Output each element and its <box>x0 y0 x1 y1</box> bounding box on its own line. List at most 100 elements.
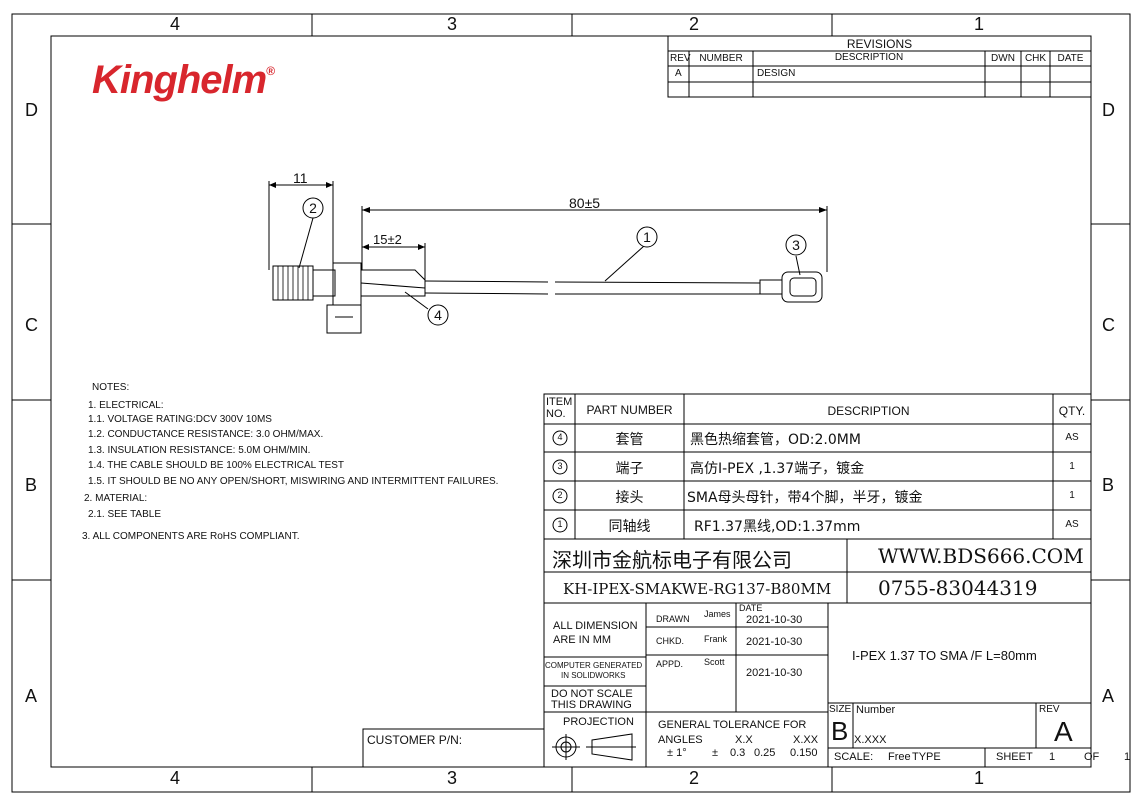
zone-right-a: A <box>1102 686 1115 706</box>
size-value: B <box>831 716 849 746</box>
sheet-label: SHEET <box>996 751 1033 763</box>
zone-left-a: A <box>25 686 38 706</box>
tolerance-angles: ANGLES <box>658 734 703 746</box>
of-label: OF <box>1084 751 1100 763</box>
bom-part-number: 套管 <box>615 432 644 448</box>
scale-label: SCALE: <box>834 751 874 763</box>
revision-row-description: DESIGN <box>757 68 796 79</box>
computer-generated-label: COMPUTER GENERATED <box>545 661 643 670</box>
description-header: DESCRIPTION <box>834 52 904 63</box>
revision-row-rev: A <box>675 68 682 79</box>
note-line: 3. ALL COMPONENTS ARE RoHS COMPLIANT. <box>82 531 300 542</box>
bom-qty: 1 <box>1069 461 1075 472</box>
note-line: 1.2. CONDUCTANCE RESISTANCE: 3.0 OHM/MAX… <box>88 429 324 440</box>
date-label: DATE <box>739 603 763 613</box>
bom-description: SMA母头母针，带4个脚，半牙，镀金 <box>687 490 923 506</box>
bom-qty: 1 <box>1069 490 1075 501</box>
drawing-title: I-PEX 1.37 TO SMA /F L=80mm <box>852 648 1037 663</box>
bom-description: 黑色热缩套管，OD:2.0MM <box>690 432 861 448</box>
company-name: 深圳市金航标电子有限公司 <box>552 548 792 572</box>
company-website: WWW.BDS666.COM <box>878 544 1084 568</box>
note-line: 2. MATERIAL: <box>84 493 148 504</box>
revisions-title: REVISIONS <box>846 37 913 51</box>
bom-item-no: 4 <box>557 432 563 442</box>
drawn-label: DRAWN <box>656 614 690 624</box>
customer-pn-label: CUSTOMER P/N: <box>367 733 463 747</box>
tolerance-pm: ± <box>712 747 719 759</box>
dwn-header: DWN <box>991 53 1015 64</box>
zone-bottom-3: 3 <box>447 768 458 788</box>
rev-label: REV <box>1039 704 1060 715</box>
rev-value: A <box>1054 716 1073 747</box>
bom-item-no: 2 <box>557 490 563 500</box>
dim-cable-length: 80±5 <box>569 195 601 211</box>
size-label: SIZE <box>829 704 852 715</box>
tolerance-value-1: 0.3 <box>730 747 746 759</box>
chk-header: CHK <box>1024 53 1047 64</box>
chkd-name: Frank <box>704 634 728 644</box>
number-header: NUMBER <box>699 53 743 64</box>
zone-left-c: C <box>25 315 38 335</box>
zone-left-d: D <box>25 100 38 120</box>
number-value: X.XXX <box>854 734 887 746</box>
bom-part-number: 端子 <box>615 461 644 477</box>
tolerance-value-3: 0.150 <box>790 747 818 759</box>
of-value: 1 <box>1124 751 1131 763</box>
dim-sma-width: 11 <box>293 170 308 186</box>
notes-title: NOTES: <box>92 382 130 393</box>
drawn-name: James <box>704 609 731 619</box>
note-line: 1.1. VOLTAGE RATING:DCV 300V 10MS <box>88 414 272 425</box>
balloon-1: 1 <box>643 229 651 245</box>
zone-right-d: D <box>1102 100 1115 120</box>
part-number: KH-IPEX-SMAKWE-RG137-B80MM <box>563 580 832 598</box>
bom-description-header: DESCRIPTION <box>827 404 910 418</box>
zone-top-3: 3 <box>447 14 458 34</box>
zone-right-b: B <box>1102 475 1115 495</box>
zone-bottom-2: 2 <box>689 768 700 788</box>
tolerance-value-2: 0.25 <box>754 747 776 759</box>
balloon-4: 4 <box>434 307 442 323</box>
zone-top-1: 1 <box>974 14 985 34</box>
do-not-scale-label: DO NOT SCALE <box>551 688 633 700</box>
zone-bottom-4: 4 <box>170 768 181 788</box>
scale-value: Free <box>888 751 911 763</box>
note-line: 1.4. THE CABLE SHOULD BE 100% ELECTRICAL… <box>88 460 345 471</box>
rev-header: REV <box>670 53 691 64</box>
bom-item-header-2: NO. <box>546 408 566 420</box>
zone-right-c: C <box>1102 315 1115 335</box>
bom-part-number: 接头 <box>615 490 644 506</box>
balloon-3: 3 <box>792 237 800 253</box>
company-phone: 0755-83044319 <box>878 576 1038 600</box>
dim-sleeve-length: 15±2 <box>373 232 402 247</box>
bom-part-number: 同轴线 <box>608 519 651 535</box>
date-header: DATE <box>1057 53 1084 64</box>
bom-part-header: PART NUMBER <box>586 403 673 417</box>
bom-item-no: 1 <box>557 519 563 529</box>
zone-bottom-1: 1 <box>974 768 985 788</box>
bom-qty: AS <box>1065 432 1079 443</box>
bom-item-header: ITEM <box>546 396 573 408</box>
note-line: 1.5. IT SHOULD BE NO ANY OPEN/SHORT, MIS… <box>88 476 499 487</box>
balloon-2: 2 <box>309 200 317 216</box>
bom-item-no: 3 <box>557 461 563 471</box>
bom-description: 高仿I-PEX ,1.37端子，镀金 <box>690 461 865 477</box>
zone-top-4: 4 <box>170 14 181 34</box>
date-drawn: 2021-10-30 <box>746 614 803 626</box>
note-line: 1.3. INSULATION RESISTANCE: 5.0M OHM/MIN… <box>88 445 311 456</box>
zone-left-b: B <box>25 475 38 495</box>
note-line: 1. ELECTRICAL: <box>88 400 164 411</box>
do-not-scale-label-2: THIS DRAWING <box>551 699 632 711</box>
all-dimension-label-2: ARE IN MM <box>553 634 612 646</box>
date-appd: 2021-10-30 <box>746 667 803 679</box>
tolerance-xx: X.X <box>735 734 753 746</box>
kinghelm-logo: Kinghelm® <box>92 58 275 102</box>
number-label: Number <box>856 704 896 716</box>
bom-description: RF1.37黑线,OD:1.37mm <box>694 519 861 535</box>
date-chkd: 2021-10-30 <box>746 636 803 648</box>
sheet-value: 1 <box>1049 751 1056 763</box>
bom-qty: AS <box>1065 519 1079 530</box>
projection-label: PROJECTION <box>563 716 634 728</box>
bom-qty-header: QTY. <box>1058 404 1086 418</box>
type-label: TYPE <box>912 751 941 763</box>
